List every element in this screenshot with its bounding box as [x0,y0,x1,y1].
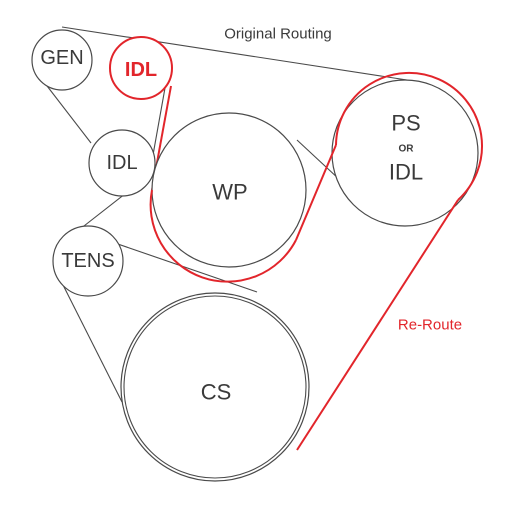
wp-label: WP [212,180,247,205]
idl-mid-label: IDL [106,152,137,174]
pulley-tens: TENS [52,225,124,297]
ps-label: PS [391,111,420,136]
gen-label: GEN [40,47,83,69]
reroute-label: Re-Route [398,317,462,334]
ps-or-label: OR [399,144,415,155]
tens-label: TENS [61,250,114,272]
pulley-ps: PS OR IDL [331,79,479,227]
pulley-idl-top: IDL [109,36,173,100]
pulley-gen: GEN [31,29,93,91]
pulley-idl-mid: IDL [88,129,156,197]
original-belt-routing [43,26,408,403]
ps-idl-label: IDL [389,160,423,185]
pulley-cs: CS [120,292,310,482]
cs-label: CS [201,380,232,405]
idl-top-label: IDL [125,59,157,81]
pulley-wp: WP [149,112,307,283]
original-routing-title: Original Routing [224,26,332,43]
